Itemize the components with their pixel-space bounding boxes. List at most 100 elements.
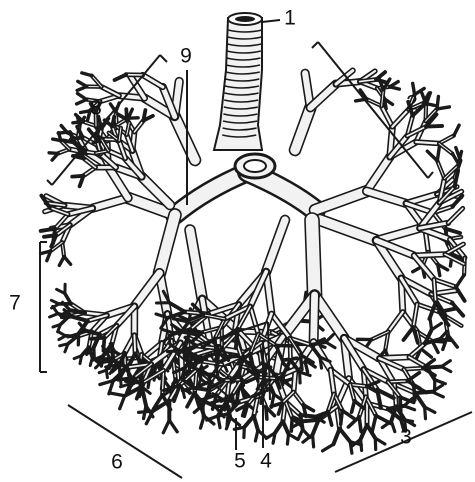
bronchus-lumen (388, 381, 408, 382)
leader-line (262, 20, 280, 22)
bronchus-outline (90, 358, 92, 366)
bronchus-outline (78, 81, 87, 86)
bronchus-lumen (414, 254, 445, 255)
bronchus-lumen (464, 258, 465, 275)
callout-2: 2 (406, 93, 418, 114)
bronchus-lumen (294, 392, 304, 405)
bronchus-outline (207, 416, 218, 420)
bronchus-outline (60, 344, 68, 346)
bronchus-outline (426, 126, 442, 127)
callout-3: 3 (400, 427, 412, 448)
bronchus-outline (404, 406, 415, 410)
bronchus-outline (437, 107, 449, 109)
bronchus-outline (326, 335, 334, 343)
bronchus-outline (352, 401, 355, 412)
bronchus-outline (300, 355, 302, 370)
bronchus-outline (421, 349, 432, 358)
bronchus-outline (298, 430, 303, 440)
bronchus-lumen (416, 142, 439, 144)
bronchus-outline (70, 310, 85, 313)
bronchus-outline (432, 392, 443, 397)
bronchus-outline (440, 339, 451, 340)
bronchus-outline (112, 117, 114, 127)
segment-bracket (428, 172, 433, 178)
bronchus-outline (255, 430, 258, 441)
bronchus-lumen (102, 87, 120, 96)
bronchus-outline (438, 264, 440, 275)
segment-bracket (47, 180, 52, 185)
bronchus-outline (163, 420, 169, 433)
callout-9: 9 (180, 46, 192, 67)
bronchus-outline (341, 411, 343, 425)
bronchus-lumen (134, 121, 143, 132)
bronchus-outline (120, 396, 125, 409)
bronchus-outline (376, 416, 391, 424)
trachea-and-main-bronchi (214, 13, 275, 178)
bronchus-lumen (143, 75, 163, 87)
bronchus-lumen (135, 273, 160, 306)
bronchus-outline (81, 111, 90, 113)
bronchus-outline (94, 334, 100, 347)
bronchus-lumen (439, 144, 452, 154)
bronchus-lumen (320, 220, 376, 241)
bronchus-outline (244, 416, 254, 427)
bronchus-outline (323, 444, 334, 451)
bronchus-outline (111, 393, 125, 396)
bronchus-outline (218, 416, 220, 428)
bronchus-outline (350, 442, 352, 454)
bronchus-lumen (439, 136, 454, 144)
callout-7: 7 (9, 293, 21, 314)
bronchus-outline (126, 109, 127, 119)
bronchus-outline (59, 257, 64, 266)
bronchus-outline (372, 416, 376, 432)
bronchus-outline (193, 388, 209, 390)
bronchus-lumen (448, 208, 463, 223)
bronchus-outline (320, 357, 322, 368)
bronchus-outline (442, 367, 451, 372)
bronchus-outline (287, 434, 288, 444)
bronchus-outline (59, 332, 66, 336)
bronchus-outline (291, 418, 292, 431)
bronchus-outline (456, 287, 465, 301)
bronchus-outline (454, 125, 459, 135)
callout-8: 8 (90, 98, 102, 119)
bronchus-outline (437, 147, 439, 161)
bronchus-outline (51, 300, 59, 304)
bronchus-outline (425, 407, 426, 419)
bronchus-lumen (388, 312, 403, 332)
callout-4: 4 (260, 451, 272, 472)
bronchus-outline (126, 381, 143, 383)
bronchus-lumen (434, 279, 456, 287)
bronchus-outline (415, 393, 424, 407)
bronchus-outline (144, 406, 146, 419)
bronchus-lumen (134, 335, 135, 353)
bronchus-outline (215, 338, 216, 353)
bronchus-outline (72, 176, 83, 177)
bronchus-lumen (266, 220, 285, 272)
bronchus-outline (340, 429, 351, 442)
callout-1: 1 (284, 8, 296, 29)
bronchus-outline (73, 317, 88, 321)
bronchus-outline (82, 73, 92, 76)
bronchus-lumen (312, 220, 315, 295)
bronchus-lumen (175, 117, 195, 161)
bronchus-outline (432, 323, 442, 329)
segment-bracket (160, 55, 167, 62)
segment-bracket (312, 42, 318, 48)
bronchus-lumen (437, 161, 444, 179)
callout-6: 6 (111, 452, 123, 473)
bronchus-outline (115, 75, 126, 80)
bronchus-outline (326, 342, 335, 348)
bronchus-outline (96, 359, 110, 360)
bronchus-lumen (367, 157, 390, 191)
bronchus-outline (49, 153, 58, 154)
bronchus-lumen (314, 295, 315, 342)
bronchus-outline (334, 429, 340, 445)
bronchus-outline (404, 327, 414, 340)
bronchus-lumen (310, 84, 336, 108)
bronchus-outline (400, 397, 401, 412)
bronchus-outline (266, 407, 267, 419)
bronchus-outline (300, 372, 301, 383)
